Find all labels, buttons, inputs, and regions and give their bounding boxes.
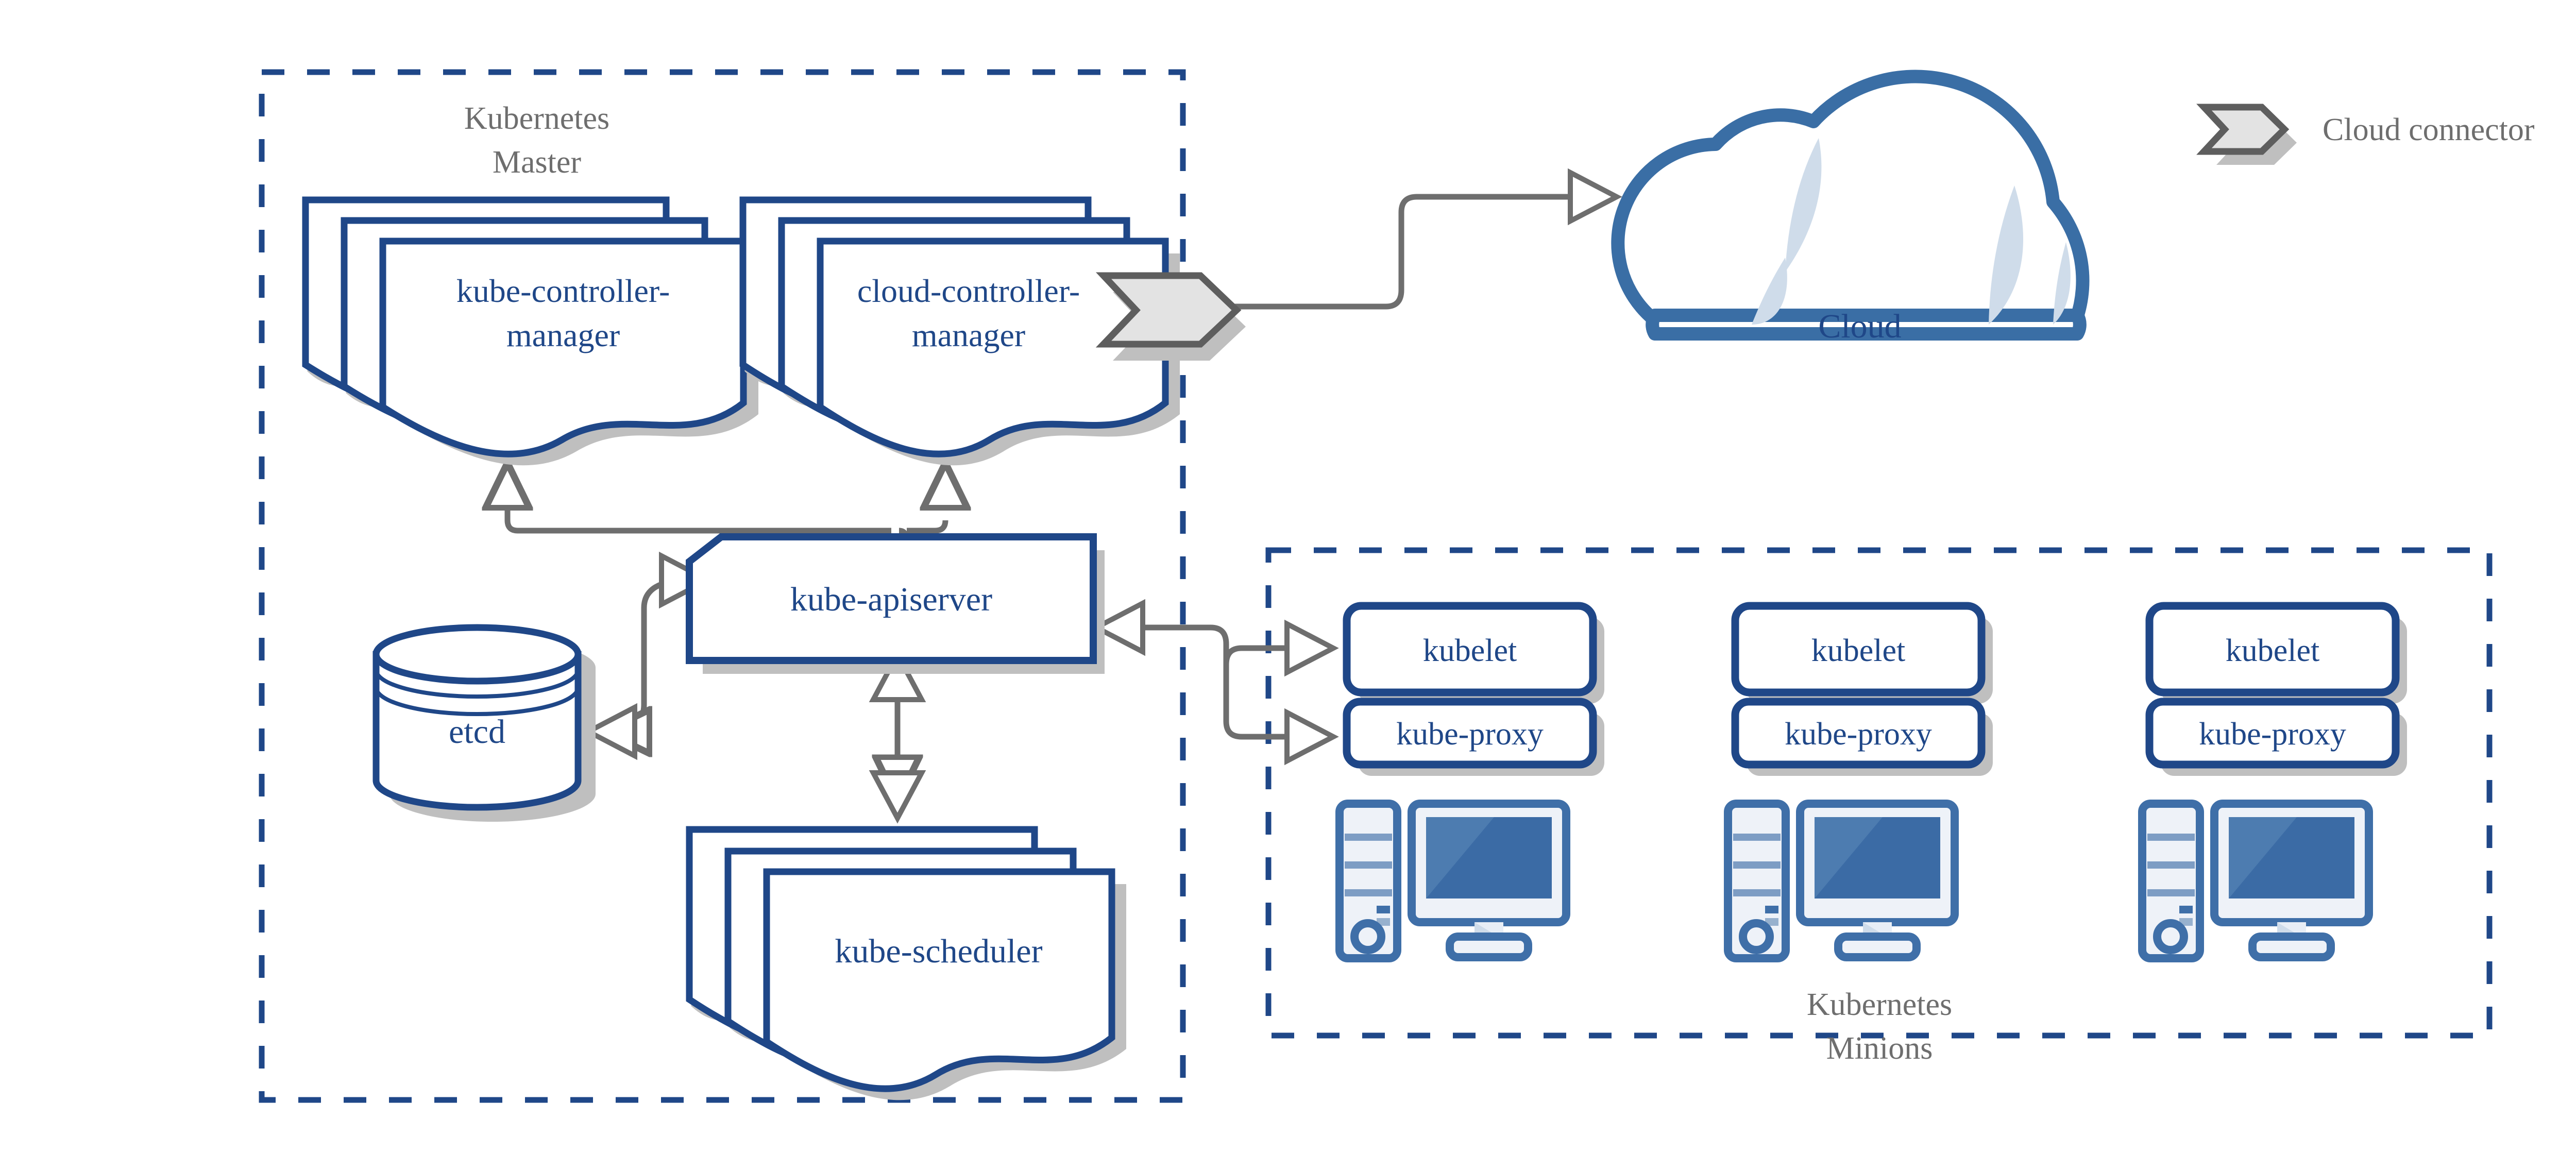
- doc-sheet-front: [763, 868, 1115, 1092]
- kube-proxy-label: kube-proxy: [1785, 717, 1932, 752]
- arrowhead-kubeproxy: [1284, 708, 1339, 766]
- arrowhead-scheduler: [869, 770, 926, 824]
- kubelet-label: kubelet: [1423, 633, 1517, 668]
- connector-kcm-to-junction: [504, 456, 891, 534]
- arrowhead-apiserver-left: [659, 551, 714, 609]
- doc-sheet-front: [817, 238, 1169, 457]
- etcd-top: [372, 624, 582, 685]
- scheduler-label: kube-scheduler: [835, 932, 1042, 970]
- etcd-node[interactable]: etcd: [372, 624, 596, 822]
- computer-icon: [2138, 800, 2373, 962]
- kubelet-box[interactable]: [1343, 602, 1597, 697]
- legend: Cloud connector: [2196, 104, 2535, 165]
- kube-controller-manager-node[interactable]: kube-controller- manager: [302, 196, 758, 466]
- arrowhead-apiserver-bottom: [869, 649, 926, 702]
- minion-node-2[interactable]: kubelet kube-proxy: [1724, 602, 1993, 962]
- ccm-label-line1: cloud-controller-: [857, 273, 1080, 309]
- cloud-highlight-3: [2053, 242, 2071, 325]
- chevron-shape: [1095, 272, 1242, 348]
- legend-label: Cloud connector: [2323, 112, 2535, 147]
- kcm-label-line1: kube-controller-: [456, 273, 670, 309]
- master-group-box: [259, 69, 1186, 1103]
- kubelet-label: kubelet: [1811, 633, 1906, 668]
- legend-chevron-icon: [2196, 104, 2297, 165]
- cloud-label: Cloud: [1818, 308, 1901, 345]
- cloud-highlight-1b: [1752, 258, 1787, 325]
- minions-group-box: [1265, 547, 2493, 1039]
- connector-ccm-elbow: [907, 520, 948, 534]
- kube-proxy-box[interactable]: [1343, 698, 1597, 769]
- cloud-controller-manager-node[interactable]: cloud-controller- manager: [739, 196, 1180, 466]
- etcd-ring-2: [374, 687, 580, 716]
- kube-proxy-label: kube-proxy: [1396, 717, 1544, 752]
- connector-etcd-apiserver: [605, 580, 690, 732]
- arrowhead-apiserver-right: [1091, 599, 1145, 656]
- connector-minion-trunk: [1110, 624, 1303, 740]
- kubelet-box[interactable]: [1731, 602, 1986, 697]
- cloud-node[interactable]: Cloud: [1611, 70, 2090, 345]
- cloud-outline: [1611, 70, 2090, 336]
- ccm-label-line2: manager: [912, 317, 1025, 353]
- connector-branch-kubelet: [1223, 645, 1303, 665]
- kube-apiserver-node[interactable]: kube-apiserver: [686, 533, 1105, 674]
- minions-label-line1: Kubernetes: [1807, 987, 1952, 1022]
- etcd-label: etcd: [449, 713, 505, 751]
- kcm-label-line2: manager: [506, 317, 620, 353]
- connector-ccm-to-cloud: [1208, 194, 1587, 310]
- cloud-highlight-1: [1785, 138, 1822, 272]
- kube-proxy-box[interactable]: [2145, 698, 2400, 769]
- etcd-ring-1: [374, 669, 580, 699]
- kubelet-label: kubelet: [2226, 633, 2320, 668]
- arrowhead-cloud: [1568, 168, 1622, 226]
- master-group-label: Kubernetes Master: [464, 101, 609, 180]
- master-label-line2: Master: [493, 145, 582, 180]
- master-label-line1: Kubernetes: [464, 101, 609, 136]
- minion-node-1[interactable]: kubelet kube-proxy: [1335, 602, 1604, 962]
- cloud-connector-chevron[interactable]: [1095, 272, 1246, 361]
- minions-label-line2: Minions: [1826, 1031, 1933, 1066]
- kubelet-box[interactable]: [2145, 602, 2400, 697]
- kube-scheduler-node[interactable]: kube-scheduler: [686, 826, 1126, 1100]
- minion-node-3[interactable]: kubelet kube-proxy: [2138, 602, 2407, 962]
- doc-sheet-front: [379, 238, 747, 457]
- minions-group-label: Kubernetes Minions: [1807, 987, 1952, 1066]
- computer-icon: [1724, 800, 1959, 962]
- apiserver-label: kube-apiserver: [790, 581, 992, 618]
- arrowhead-kubelet: [1284, 619, 1339, 677]
- computer-icon: [1335, 800, 1570, 962]
- apiserver-shape: [686, 533, 1097, 664]
- cloud-highlight-2: [1989, 185, 2024, 325]
- kube-proxy-label: kube-proxy: [2199, 717, 2346, 752]
- kube-proxy-box[interactable]: [1731, 698, 1986, 769]
- arrowhead-etcd: [583, 703, 637, 760]
